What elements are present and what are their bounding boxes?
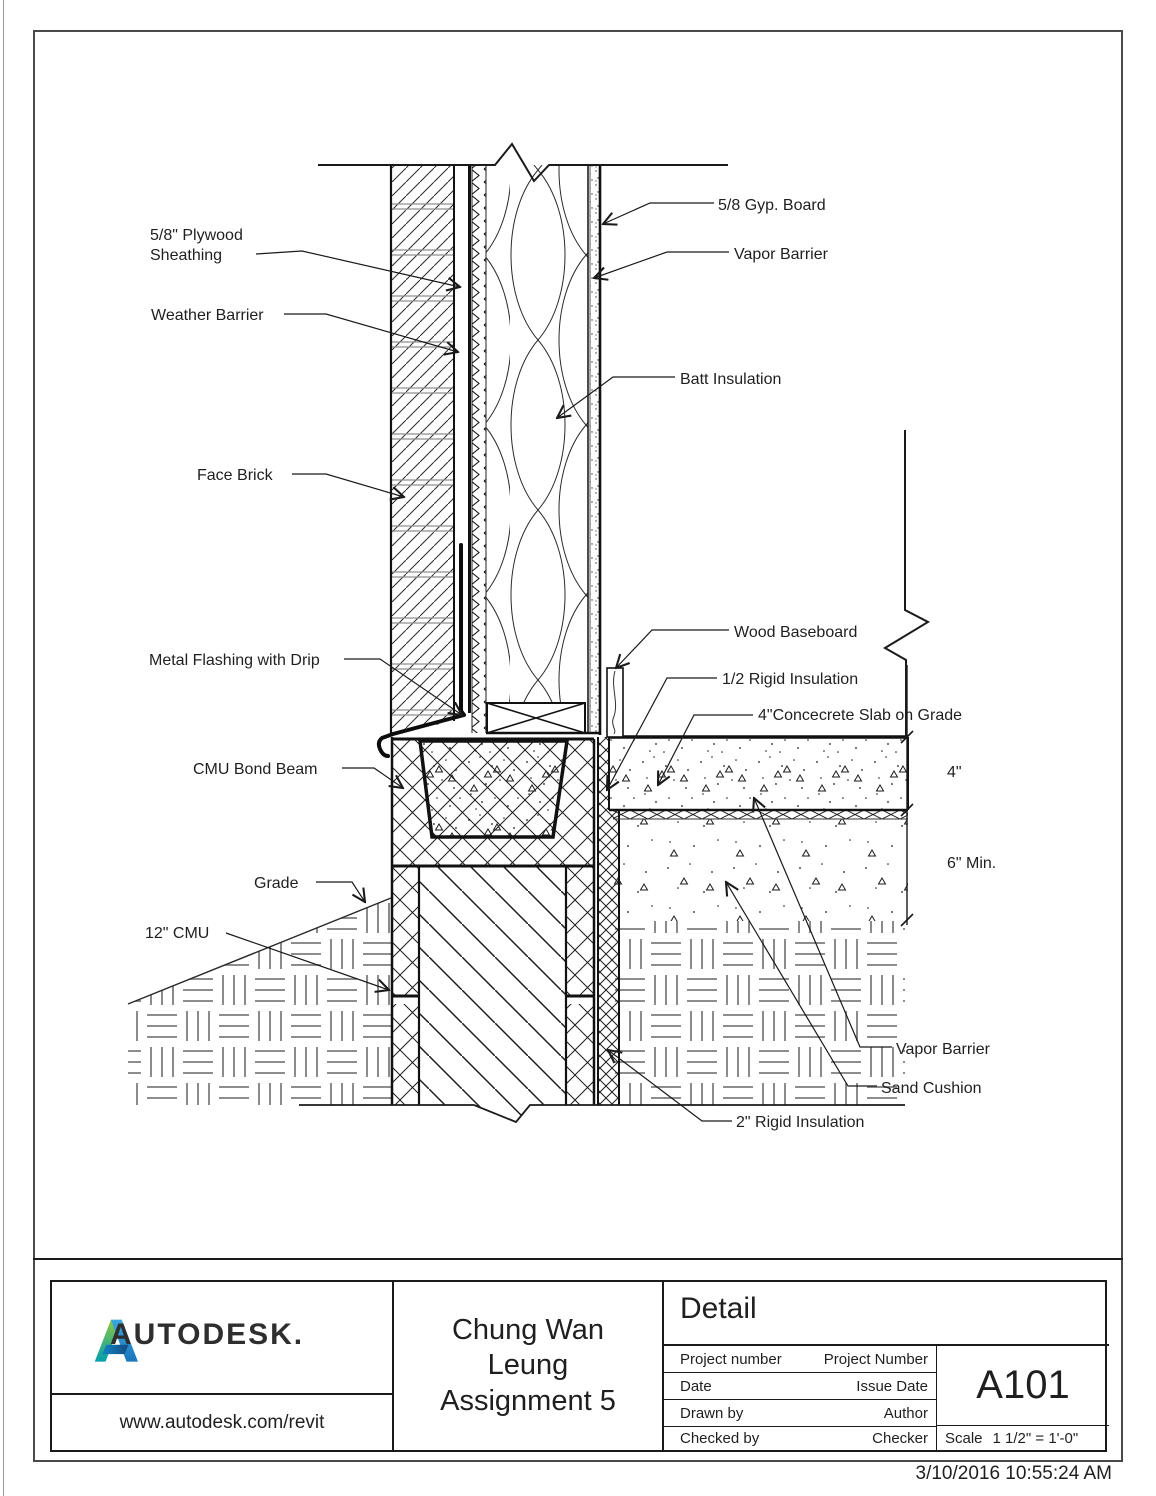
label-batt-insulation: Batt Insulation [680,371,782,388]
label-gyp-board: 5/8 Gyp. Board [718,197,826,214]
gyp-board [589,165,602,735]
wood-blocking [486,702,600,735]
sheet-scale: Scale 1 1/2" = 1'-0" [937,1426,1109,1450]
interior-break-line [883,430,931,737]
sheet-border [33,30,1123,1462]
cmu-wall [390,867,596,1122]
label-vapor-barrier-top: Vapor Barrier [734,246,828,263]
label-2-rigid-insulation: 2" Rigid Insulation [736,1114,865,1131]
underslab-insulation [613,811,908,820]
bottom-break-line [299,1104,905,1124]
autodesk-url: www.autodesk.com/revit [52,1395,394,1450]
label-wood-baseboard: Wood Baseboard [734,624,858,641]
plywood-sheathing-hatch [471,165,487,733]
sheet-number: A101 [937,1346,1109,1426]
dim-4in: 4" [947,764,962,781]
label-12-cmu: 12" CMU [145,925,210,942]
label-cmu-bond-beam: CMU Bond Beam [193,761,318,778]
project-client-cell: Chung Wan Leung Assignment 5 [394,1282,664,1450]
titleblock-separator [33,1258,1123,1260]
row-value: Checker [872,1430,928,1447]
row-project-number: Project number Project Number [664,1346,937,1373]
label-weather-barrier: Weather Barrier [151,307,264,324]
cmu-bond-beam [390,737,596,868]
row-checked-by: Checked by Checker [664,1427,937,1450]
screen-edge-line [3,0,4,1496]
sand-cushion-hatch [613,819,908,921]
scale-label: Scale [945,1429,983,1447]
row-value: Issue Date [856,1377,928,1395]
label-plywood-sheathing: 5/8" Plywood Sheathing [150,227,243,264]
row-value: Author [883,1404,928,1422]
project-name: Assignment 5 [440,1384,616,1417]
row-date: Date Issue Date [664,1373,937,1400]
title-block: AUTODESK. www.autodesk.com/revit Chung W… [50,1280,1109,1452]
earth-hatch-right [613,921,905,1122]
leader-lines [225,202,892,1122]
earth-hatch-left [128,898,391,1122]
logo-cell: AUTODESK. [52,1282,394,1395]
wood-baseboard [606,667,624,738]
label-half-rigid-insulation: 1/2 Rigid Insulation [722,671,859,688]
row-label: Project number [680,1350,782,1368]
row-label: Date [680,1377,712,1395]
client-name: Chung Wan Leung [451,1313,605,1382]
row-value: Project Number [823,1350,928,1368]
label-face-brick: Face Brick [197,467,273,484]
label-vapor-barrier-bottom: Vapor Barrier [896,1041,990,1058]
label-grade: Grade [254,875,299,892]
row-label: Checked by [680,1430,760,1447]
autodesk-logo-icon [94,1319,138,1362]
row-drawn-by: Drawn by Author [664,1400,937,1427]
face-brick-hatch [389,165,455,735]
row-label: Drawn by [680,1404,744,1422]
label-slab-on-grade: 4"Concecrete Slab on Grade [758,707,963,724]
print-timestamp: 3/10/2016 10:55:24 AM [915,1463,1113,1484]
metal-flashing [376,543,466,758]
grade-line [127,897,392,1005]
dimension-line [900,665,914,927]
scale-value: 1 1/2" = 1'-0" [992,1429,1079,1447]
label-metal-flashing: Metal Flashing with Drip [149,652,320,669]
top-break-line [318,142,728,183]
autodesk-wordmark: AUTODESK. [110,1318,305,1351]
label-sand-cushion: Sand Cushion [881,1080,982,1097]
batt-insulation-hatch [486,165,588,703]
bond-beam-grout [418,739,570,839]
sheet-title: Detail [664,1282,1109,1346]
dim-6in-min: 6" Min. [947,855,997,872]
concrete-slab [609,735,909,812]
